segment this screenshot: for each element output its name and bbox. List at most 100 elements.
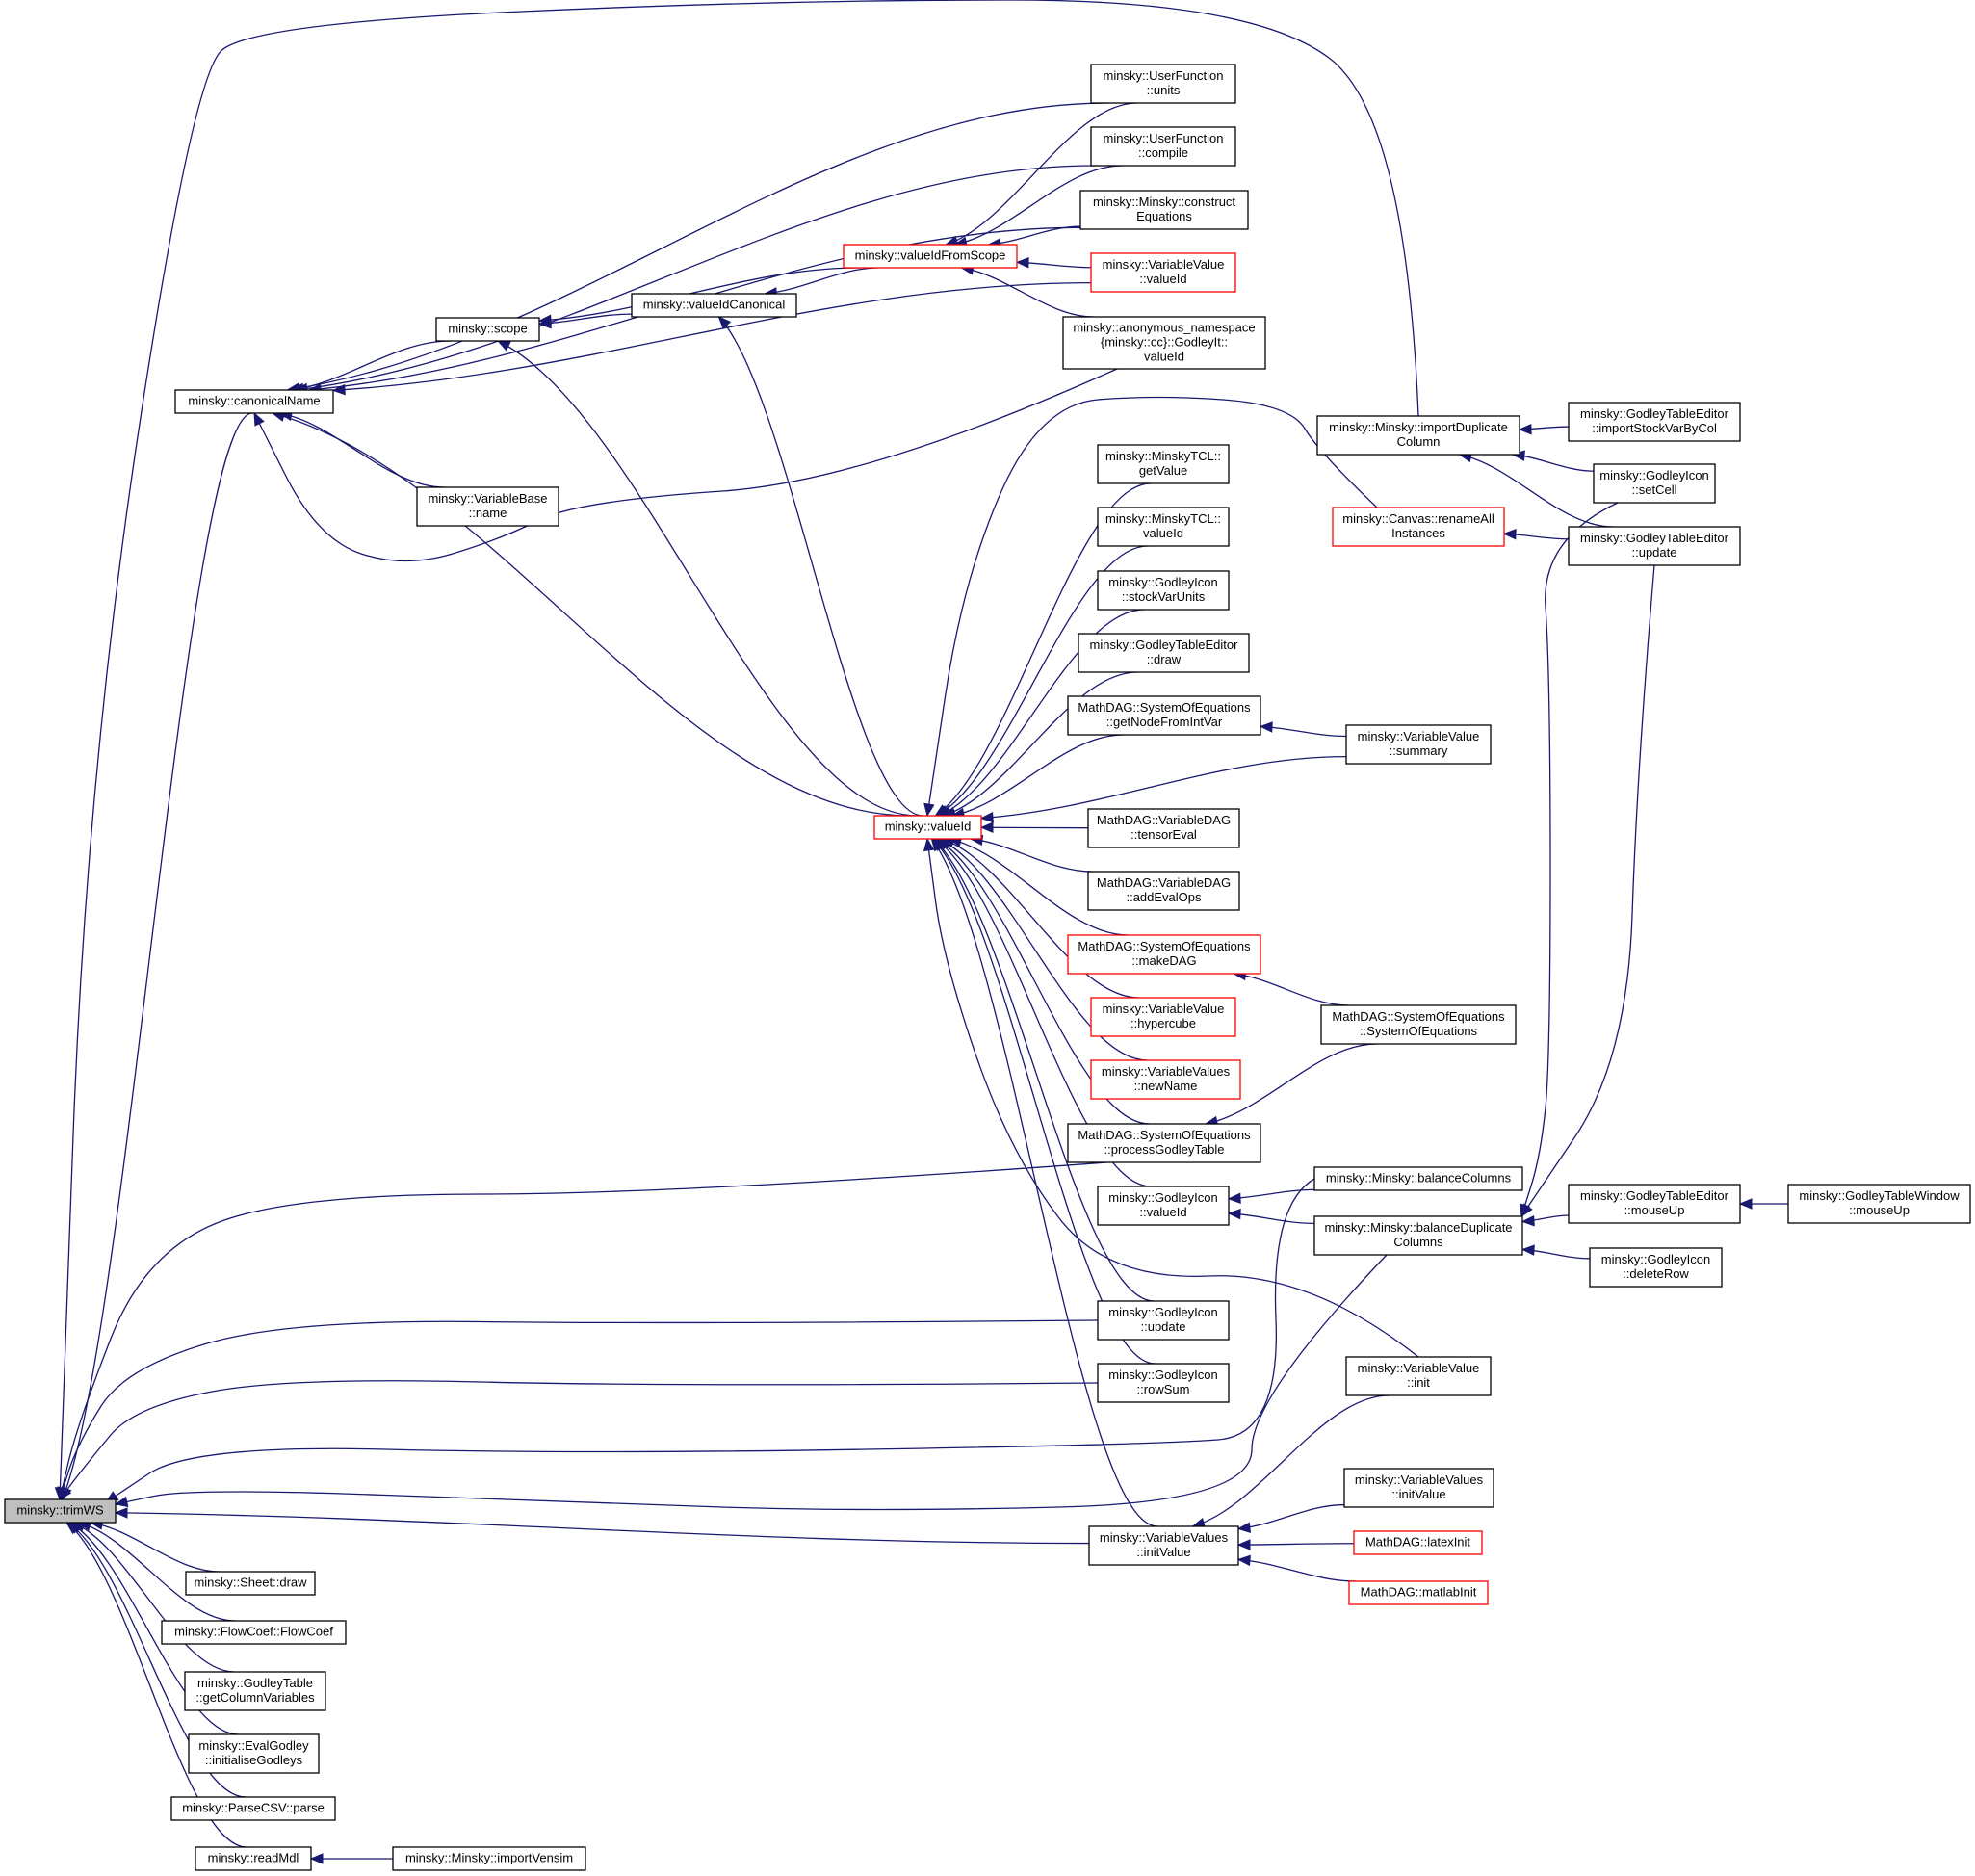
node-vv_hypercube[interactable]: minsky::VariableValue::hypercube xyxy=(1090,997,1236,1037)
node-gtw_mouseUp[interactable]: minsky::GodleyTableWindow::mouseUp xyxy=(1787,1184,1971,1224)
node-soe_processGodley[interactable]: MathDAG::SystemOfEquations::processGodle… xyxy=(1067,1123,1261,1163)
node-importVensim[interactable]: minsky::Minsky::importVensim xyxy=(392,1846,586,1871)
node-parseCSV[interactable]: minsky::ParseCSV::parse xyxy=(170,1796,336,1821)
edge-path xyxy=(1192,1394,1390,1527)
edge-balanceDuplicateColumns-to-trimWS xyxy=(114,1254,1388,1511)
node-soe_getNode[interactable]: MathDAG::SystemOfEquations::getNodeFromI… xyxy=(1067,695,1261,736)
node-soe_ctor[interactable]: MathDAG::SystemOfEquations::SystemOfEqua… xyxy=(1320,1004,1517,1045)
edge-path xyxy=(934,838,1152,1187)
edge-path xyxy=(1520,502,1619,1217)
node-matlabInit[interactable]: MathDAG::matlabInit xyxy=(1348,1580,1489,1605)
node-label: minsky::GodleyIcon xyxy=(1108,1305,1217,1319)
node-label: ::newName xyxy=(1134,1079,1198,1093)
edge-arrowhead xyxy=(537,314,552,326)
node-uf_compile[interactable]: minsky::UserFunction::compile xyxy=(1090,126,1236,167)
node-gi_stockVarUnits[interactable]: minsky::GodleyIcon::stockVarUnits xyxy=(1097,570,1230,611)
node-label: ::rowSum xyxy=(1137,1382,1190,1396)
node-vv_valueId[interactable]: minsky::VariableValue::valueId xyxy=(1090,252,1236,293)
edge-balanceColumns-to-gi_valueId xyxy=(1227,1188,1315,1204)
node-gt_getColumnVariables[interactable]: minsky::GodleyTable::getColumnVariables xyxy=(184,1671,326,1711)
node-label: minsky::valueIdFromScope xyxy=(855,248,1006,263)
node-label: minsky::VariableValues xyxy=(1102,1064,1231,1079)
node-vdag_tensorEval[interactable]: MathDAG::VariableDAG::tensorEval xyxy=(1087,808,1240,848)
node-soe_makeDAG[interactable]: MathDAG::SystemOfEquations::makeDAG xyxy=(1067,934,1261,975)
node-readMdl[interactable]: minsky::readMdl xyxy=(195,1846,312,1871)
edge-arrowhead xyxy=(1520,1214,1535,1227)
node-label: minsky::UserFunction xyxy=(1104,131,1224,145)
node-label: ::mouseUp xyxy=(1849,1203,1910,1217)
node-box xyxy=(1090,252,1236,293)
node-gte_update[interactable]: minsky::GodleyTableEditor::update xyxy=(1568,526,1741,566)
node-box xyxy=(1067,934,1261,975)
node-label: ::draw xyxy=(1147,652,1182,666)
node-label: Column xyxy=(1397,434,1441,449)
node-box xyxy=(392,1846,586,1871)
node-gi_valueId[interactable]: minsky::GodleyIcon::valueId xyxy=(1097,1186,1230,1226)
node-trimWS[interactable]: minsky::trimWS xyxy=(4,1498,117,1524)
node-gi_setCell[interactable]: minsky::GodleyIcon::setCell xyxy=(1593,463,1716,504)
node-uf_units[interactable]: minsky::UserFunction::units xyxy=(1090,64,1236,104)
node-gte_importStockVarByCol[interactable]: minsky::GodleyTableEditor::importStockVa… xyxy=(1568,402,1741,442)
node-flowCoef[interactable]: minsky::FlowCoef::FlowCoef xyxy=(161,1620,347,1645)
node-label: minsky::GodleyIcon xyxy=(1599,468,1708,482)
edge-gtw_mouseUp-to-gte_mouseUp xyxy=(1738,1198,1788,1210)
edge-gi_rowSum-to-valueId xyxy=(931,838,1156,1365)
node-label: ::SystemOfEquations xyxy=(1360,1024,1478,1038)
node-vvs_initValue[interactable]: minsky::VariableValues::initValue xyxy=(1088,1525,1239,1566)
edge-path xyxy=(1520,564,1655,1217)
node-label: minsky::FlowCoef::FlowCoef xyxy=(174,1625,333,1639)
edge-vvs_initValue_r-to-vvs_initValue xyxy=(1236,1503,1345,1533)
node-anon_valueId[interactable]: minsky::anonymous_namespace{minsky::cc}:… xyxy=(1062,316,1266,370)
edge-arrowhead xyxy=(1227,1208,1241,1220)
node-label: ::hypercube xyxy=(1130,1016,1196,1030)
node-scope[interactable]: minsky::scope xyxy=(435,317,540,342)
node-tcl_getValue[interactable]: minsky::MinskyTCL::getValue xyxy=(1097,444,1230,484)
edge-vv_valueId-to-valueIdFromScope xyxy=(1015,256,1092,269)
node-label: ::stockVarUnits xyxy=(1122,589,1206,604)
node-vv_init[interactable]: minsky::VariableValue::init xyxy=(1345,1356,1492,1396)
node-latexInit[interactable]: MathDAG::latexInit xyxy=(1353,1530,1483,1555)
node-tcl_valueId[interactable]: minsky::MinskyTCL::valueId xyxy=(1097,507,1230,547)
edge-path xyxy=(65,1522,247,1848)
node-gte_draw[interactable]: minsky::GodleyTableEditor::draw xyxy=(1078,633,1250,673)
node-eg_initialiseGodleys[interactable]: minsky::EvalGodley::initialiseGodleys xyxy=(188,1733,320,1774)
edge-path xyxy=(949,838,1129,936)
edge-arrowhead xyxy=(979,821,994,833)
node-vvs_newName[interactable]: minsky::VariableValues::newName xyxy=(1090,1059,1241,1100)
node-gi_deleteRow[interactable]: minsky::GodleyIcon::deleteRow xyxy=(1589,1247,1723,1288)
node-label: minsky::GodleyIcon xyxy=(1108,1190,1217,1205)
node-vv_summary[interactable]: minsky::VariableValue::summary xyxy=(1345,724,1492,765)
node-vb_name[interactable]: minsky::VariableBase::name xyxy=(416,486,559,527)
node-balanceColumns[interactable]: minsky::Minsky::balanceColumns xyxy=(1313,1166,1523,1191)
node-vdag_addEvalOps[interactable]: MathDAG::VariableDAG::addEvalOps xyxy=(1087,871,1240,911)
edge-balanceDuplicateColumns-to-gi_valueId xyxy=(1227,1208,1315,1225)
node-label: MathDAG::latexInit xyxy=(1365,1535,1470,1550)
node-box xyxy=(1090,997,1236,1037)
node-label: minsky::VariableValue xyxy=(1358,1361,1480,1375)
node-valueIdFromScope[interactable]: minsky::valueIdFromScope xyxy=(843,244,1018,269)
node-gi_update[interactable]: minsky::GodleyIcon::update xyxy=(1097,1300,1230,1341)
node-gte_mouseUp[interactable]: minsky::GodleyTableEditor::mouseUp xyxy=(1568,1184,1741,1224)
edge-path xyxy=(954,165,1123,246)
node-box xyxy=(1097,444,1230,484)
edge-path xyxy=(932,838,1155,1302)
node-box xyxy=(4,1498,117,1524)
node-gi_rowSum[interactable]: minsky::GodleyIcon::rowSum xyxy=(1097,1363,1230,1403)
edge-arrowhead xyxy=(1518,423,1532,435)
node-canonicalName[interactable]: minsky::canonicalName xyxy=(174,389,334,414)
node-vvs_initValue_r[interactable]: minsky::VariableValues::initValue xyxy=(1343,1468,1494,1508)
edge-gi_update-to-trimWS xyxy=(58,1319,1099,1501)
edge-path xyxy=(980,756,1347,820)
node-valueIdCanonical[interactable]: minsky::valueIdCanonical xyxy=(631,293,797,318)
edge-soe_getNode-to-valueId xyxy=(950,734,1124,820)
node-sheet_draw[interactable]: minsky::Sheet::draw xyxy=(185,1571,316,1596)
node-label: ::tensorEval xyxy=(1130,827,1197,842)
node-valueId[interactable]: minsky::valueId xyxy=(873,815,982,840)
node-label: minsky::Minsky::balanceDuplicate xyxy=(1324,1220,1512,1235)
edge-valueId-to-valueIdCanonical xyxy=(717,316,923,817)
node-label: minsky::GodleyTableEditor xyxy=(1580,531,1729,545)
